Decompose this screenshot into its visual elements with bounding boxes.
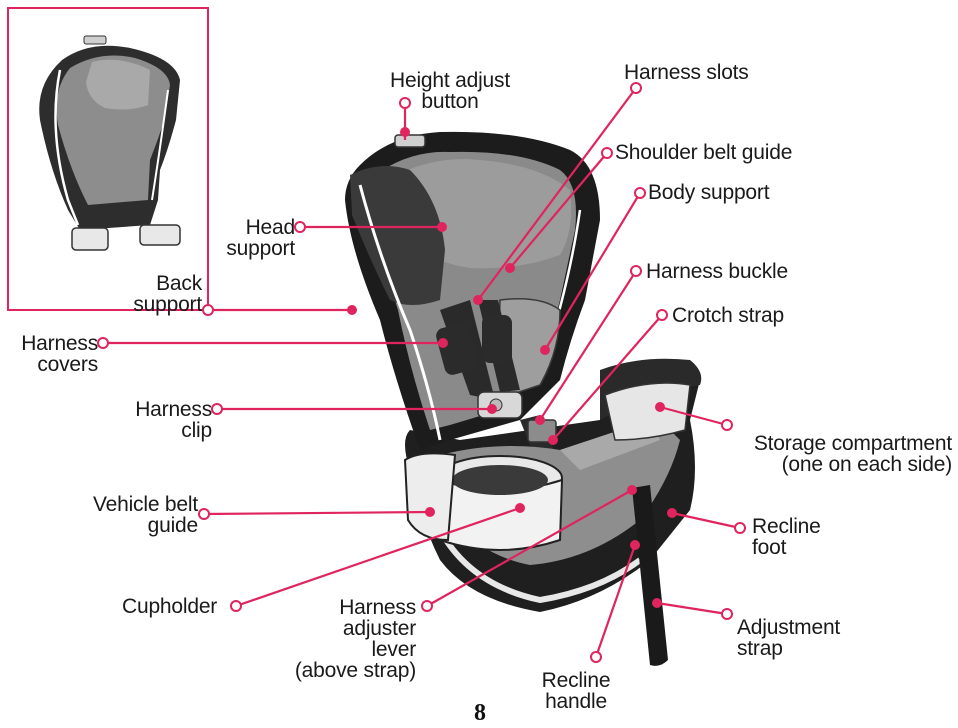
label-harness-covers: Harness covers — [6, 333, 98, 375]
label-adjustment-strap: Adjustment strap — [737, 617, 840, 659]
label-shoulder-belt-guide: Shoulder belt guide — [615, 142, 792, 163]
label-crotch-strap: Crotch strap — [672, 305, 784, 326]
label-recline-handle: Recline handle — [534, 670, 618, 712]
label-storage-compartment: Storage compartment (one on each side) — [730, 433, 952, 475]
label-harness-adjuster-lever: Harness adjuster lever (above strap) — [270, 597, 416, 681]
label-head-support: Head support — [218, 217, 295, 259]
label-body-support: Body support — [648, 182, 769, 203]
back-support-illustration — [39, 36, 180, 250]
label-harness-clip: Harness clip — [116, 399, 212, 441]
label-recline-foot: Recline foot — [752, 516, 821, 558]
label-cupholder: Cupholder — [122, 596, 217, 617]
label-back-support: Back support — [118, 273, 202, 315]
page-number: 8 — [468, 700, 492, 727]
label-harness-buckle: Harness buckle — [646, 261, 788, 282]
car-seat-illustration — [345, 132, 701, 666]
label-vehicle-belt-guide: Vehicle belt guide — [70, 494, 198, 536]
label-harness-slots: Harness slots — [624, 62, 749, 83]
label-height-adjust-button: Height adjust button — [390, 70, 510, 112]
